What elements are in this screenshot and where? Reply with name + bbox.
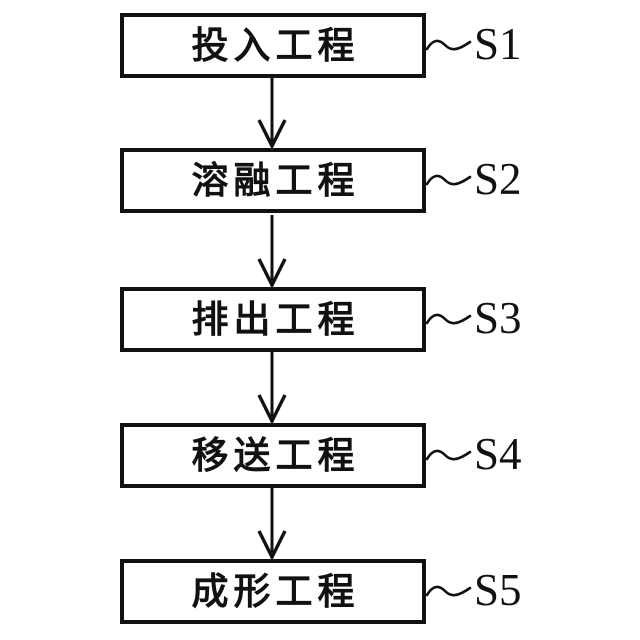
step-tag-4: S4 <box>474 429 522 479</box>
tilde-connector-icon <box>426 313 472 324</box>
down-arrow-icon <box>257 215 287 287</box>
flow-step-2: 溶融工程 S2 <box>120 148 522 213</box>
flow-step-5: 成形工程 S5 <box>120 559 522 624</box>
process-label-4: 移送工程 <box>191 434 360 477</box>
tilde-connector-icon <box>426 174 472 185</box>
tilde-connector-icon <box>426 585 472 596</box>
process-label-5: 成形工程 <box>191 570 360 613</box>
down-arrow-icon <box>257 76 287 148</box>
process-box-2: 溶融工程 <box>120 148 426 213</box>
tilde-connector-icon <box>426 39 472 50</box>
process-box-4: 移送工程 <box>120 423 426 488</box>
down-arrow-icon <box>257 351 287 423</box>
down-arrow-icon <box>257 487 287 559</box>
process-label-3: 排出工程 <box>191 298 360 341</box>
step-tag-3: S3 <box>474 293 522 343</box>
flow-step-4: 移送工程 S4 <box>120 423 522 488</box>
process-label-2: 溶融工程 <box>191 159 360 202</box>
tilde-connector-icon <box>426 449 472 460</box>
process-box-5: 成形工程 <box>120 559 426 624</box>
step-tag-1: S1 <box>474 19 522 69</box>
flow-step-1: 投入工程 S1 <box>120 13 522 78</box>
step-tag-5: S5 <box>474 565 522 615</box>
process-label-1: 投入工程 <box>191 24 360 67</box>
flow-step-3: 排出工程 S3 <box>120 287 522 352</box>
process-box-3: 排出工程 <box>120 287 426 352</box>
process-box-1: 投入工程 <box>120 13 426 78</box>
step-tag-2: S2 <box>474 154 522 204</box>
